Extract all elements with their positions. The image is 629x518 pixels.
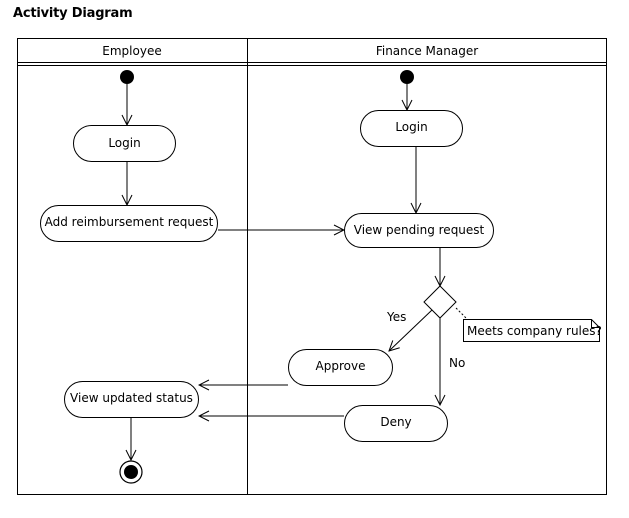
activity-finance-login	[360, 110, 463, 147]
final-node	[119, 460, 143, 484]
activity-view-updated-status	[64, 381, 199, 418]
lane-header-employee: Employee	[102, 44, 161, 58]
employee-initial-node	[120, 70, 134, 84]
activity-view-pending-request-label: View pending request	[354, 223, 485, 237]
activity-add-reimbursement-request	[40, 205, 218, 242]
activity-view-pending-request	[344, 213, 494, 248]
finance-initial-node	[400, 70, 414, 84]
activity-employee-login-label: Login	[108, 136, 140, 150]
swimlane-frame	[17, 38, 607, 495]
guard-no: No	[449, 356, 465, 370]
lane-header-finance-manager: Finance Manager	[376, 44, 478, 58]
note-text: Meets company rules?	[467, 324, 602, 338]
guard-yes: Yes	[386, 310, 406, 324]
flow-decision-to-approve	[389, 309, 433, 351]
activity-employee-login	[73, 125, 176, 162]
activity-deny-label: Deny	[380, 415, 411, 429]
activity-approve	[288, 349, 393, 386]
note-box	[463, 319, 600, 342]
activity-approve-label: Approve	[316, 359, 366, 373]
activity-finance-login-label: Login	[395, 120, 427, 134]
activity-view-updated-status-label: View updated status	[70, 391, 193, 405]
activity-deny	[344, 405, 448, 442]
diagram-title: Activity Diagram	[13, 6, 133, 21]
note-anchor-line	[455, 307, 467, 319]
activity-add-reimbursement-request-label: Add reimbursement request	[45, 215, 214, 229]
